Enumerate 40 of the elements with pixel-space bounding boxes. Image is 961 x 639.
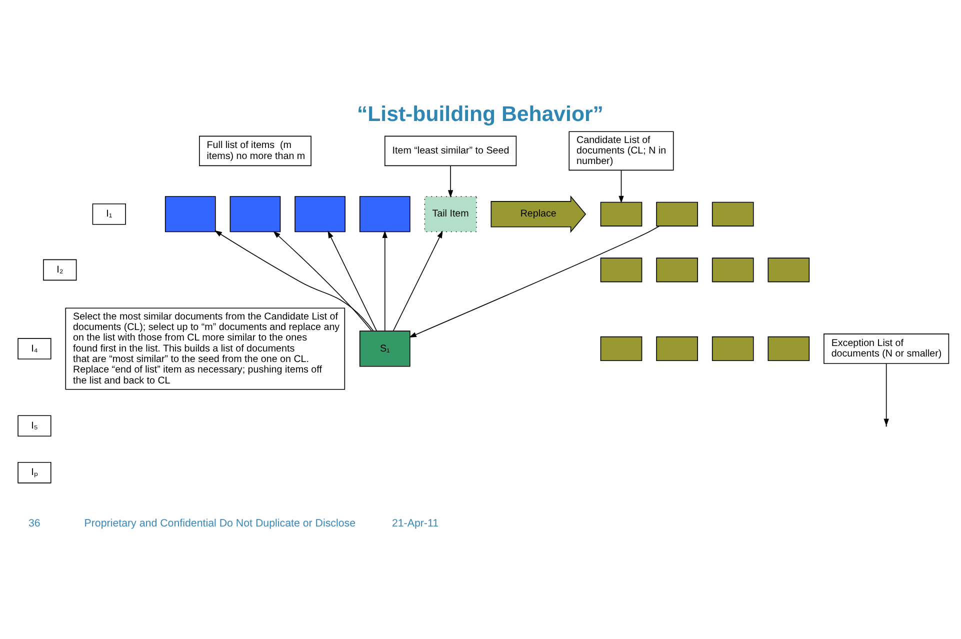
node-box: I₅ xyxy=(18,414,52,436)
node-box: Candidate List of documents (CL; N in number) xyxy=(568,130,674,170)
node-box: I₁ xyxy=(92,202,126,224)
node-box xyxy=(656,257,698,282)
label: 36 xyxy=(28,517,40,530)
arrow xyxy=(409,225,660,338)
node-box xyxy=(600,257,642,282)
node-box xyxy=(600,201,642,226)
node-box: S₁ xyxy=(359,330,410,366)
arrow xyxy=(273,230,372,331)
node-box: Full list of items (m items) no more than m xyxy=(199,135,312,166)
node-box xyxy=(656,336,698,361)
arrow xyxy=(618,169,624,203)
node-box xyxy=(294,196,346,232)
node-box: Select the most similar documents from the Candidate List of documents (CL); select up to “m” documents and replace any on the list with those from CL more similar to the ones found first in the list. This builds a list of documents that are “most similar” to the seed from the one on CL. Replace “end of list” item as necessary; pushing items off the list and back to CL xyxy=(65,307,346,390)
arrow xyxy=(448,164,454,198)
node-box xyxy=(712,336,754,361)
arrow xyxy=(382,230,388,331)
node-box xyxy=(164,196,216,232)
arrow xyxy=(392,230,443,331)
node-box xyxy=(768,257,810,282)
arrow xyxy=(328,230,378,331)
diagram-title: “List-building Behavior” xyxy=(356,101,604,126)
node-box: I₂ xyxy=(43,258,77,280)
node-box xyxy=(768,336,810,361)
node-box: Item “least similar” to Seed xyxy=(384,135,517,166)
node-box xyxy=(600,336,642,361)
node-box xyxy=(230,196,281,232)
node-box xyxy=(712,201,754,226)
node-box: Iₚ xyxy=(18,461,52,483)
node-box xyxy=(359,196,410,232)
arrow xyxy=(214,230,374,331)
node-box: Tail Item xyxy=(424,196,477,232)
node-box xyxy=(712,257,754,282)
label: 21-Apr-11 xyxy=(392,517,439,530)
node-box: I₄ xyxy=(18,338,52,359)
node-box: Exception List of documents (N or smaller) xyxy=(824,333,950,364)
node-box xyxy=(656,201,698,226)
arrow xyxy=(884,362,889,426)
label: Proprietary and Confidential Do Not Duplicate or Disclose xyxy=(84,517,356,530)
